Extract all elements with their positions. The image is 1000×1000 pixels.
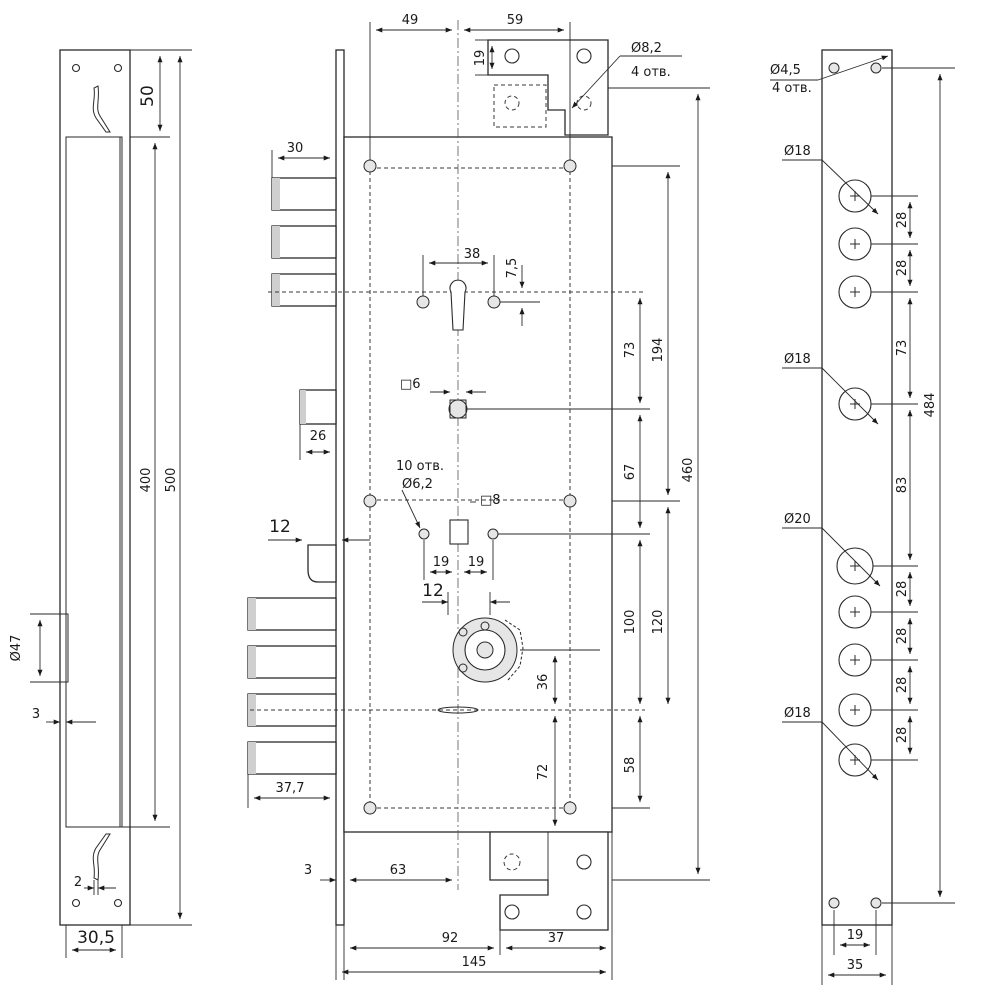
dim-strike-holes-count: 4 отв. xyxy=(631,65,671,80)
left-view: 50 400 500 Ø47 3 2 30,5 xyxy=(9,49,192,958)
spindle-square-6 xyxy=(449,399,467,419)
dim-bolt-hole-18-a: Ø18 xyxy=(784,144,811,159)
dim-spacing-28-c: 28 xyxy=(895,581,910,598)
dim-strike-height: 19 xyxy=(473,50,488,67)
dim-hole-spacing-19: 19 xyxy=(847,928,864,943)
right-view: Ø4,5 4 отв. Ø18 Ø18 Ø20 Ø18 28 28 73 xyxy=(770,49,955,985)
dim-58: 58 xyxy=(623,757,638,774)
bolt-holes xyxy=(836,179,874,777)
dim-top-right: 59 xyxy=(507,13,524,28)
dim-strike-holes-diameter: Ø8,2 xyxy=(631,41,662,56)
dim-120: 120 xyxy=(651,610,666,635)
dim-top-left: 49 xyxy=(402,13,419,28)
dim-spacing-28-a: 28 xyxy=(895,212,910,229)
dim-73: 73 xyxy=(623,342,638,359)
dim-faceplate-thickness: 3 xyxy=(304,863,312,878)
center-view: 49 59 19 Ø8,2 4 отв. 30 38 7,5 □6 26 xyxy=(247,13,710,980)
left-plate-body xyxy=(65,136,123,828)
dim-bottom-bolt-projection: 37,7 xyxy=(276,781,305,796)
dim-cyl-spacing: 38 xyxy=(464,247,481,262)
dim-total-height: 500 xyxy=(164,468,179,493)
dim-gear-offset: 12 xyxy=(422,581,444,601)
bottom-bolts xyxy=(247,597,337,775)
dim-mount-holes-count: 10 отв. xyxy=(396,459,444,474)
dim-bolt-hole-20: Ø20 xyxy=(784,512,811,527)
gear-mechanism xyxy=(452,617,524,683)
dim-top-tab: 50 xyxy=(138,85,158,107)
cylinder-slot xyxy=(59,613,69,683)
bottom-bent-tab xyxy=(92,833,111,881)
dim-spacing-73: 73 xyxy=(895,340,910,357)
roller-latch xyxy=(307,544,337,583)
dim-edge-offset: 3 xyxy=(32,707,40,722)
dim-cylinder-hole: Ø47 xyxy=(9,635,24,662)
dim-bottom-37: 37 xyxy=(548,931,565,946)
dim-mount-holes-diameter: Ø6,2 xyxy=(402,477,433,492)
dim-slot-width: 2 xyxy=(74,875,82,890)
dim-spacing-28-d: 28 xyxy=(895,628,910,645)
dim-latch-projection: 26 xyxy=(310,429,327,444)
dim-bottom-92: 92 xyxy=(442,931,459,946)
faceplate xyxy=(335,49,345,926)
spindle-square-8 xyxy=(449,519,469,545)
dim-67: 67 xyxy=(623,464,638,481)
dim-total-484: 484 xyxy=(923,393,938,418)
pin-chain xyxy=(437,706,479,714)
dim-spacing-28-f: 28 xyxy=(895,727,910,744)
dim-72: 72 xyxy=(536,764,551,781)
dim-spindle-offset-right: 19 xyxy=(468,555,485,570)
dim-bolt-projection: 30 xyxy=(287,141,304,156)
bottom-strike-bracket xyxy=(489,831,609,931)
dim-spacing-28-e: 28 xyxy=(895,677,910,694)
top-strike-bracket xyxy=(487,39,609,136)
dim-spacing-28-b: 28 xyxy=(895,260,910,277)
dim-100: 100 xyxy=(623,610,638,635)
dim-left-width: 30,5 xyxy=(77,928,115,948)
lock-body xyxy=(343,136,613,833)
dim-bottom-145: 145 xyxy=(462,955,487,970)
dim-spacing-83: 83 xyxy=(895,477,910,494)
dim-194: 194 xyxy=(651,338,666,363)
dim-bolt-hole-18-b: Ø18 xyxy=(784,352,811,367)
dim-body-height: 400 xyxy=(139,468,154,493)
cylinder-keyhole xyxy=(416,279,501,331)
dim-small-holes-diameter: Ø4,5 xyxy=(770,63,801,78)
dim-cyl-hole-offset: 7,5 xyxy=(505,258,520,279)
dim-bolt-hole-18-c: Ø18 xyxy=(784,706,811,721)
top-bolts xyxy=(271,177,337,307)
dim-460: 460 xyxy=(681,458,696,483)
dim-width-35: 35 xyxy=(847,958,864,973)
dim-backset: 63 xyxy=(390,863,407,878)
dim-spindle-square-2: □8 xyxy=(480,493,501,508)
dim-spindle-square-1: □6 xyxy=(400,377,421,392)
dim-36: 36 xyxy=(536,674,551,691)
top-bent-tab xyxy=(92,85,111,133)
dim-spindle-offset-left: 19 xyxy=(433,555,450,570)
left-plate xyxy=(59,49,131,926)
dim-roller-projection: 12 xyxy=(269,517,291,537)
dim-small-holes-count: 4 отв. xyxy=(772,81,812,96)
